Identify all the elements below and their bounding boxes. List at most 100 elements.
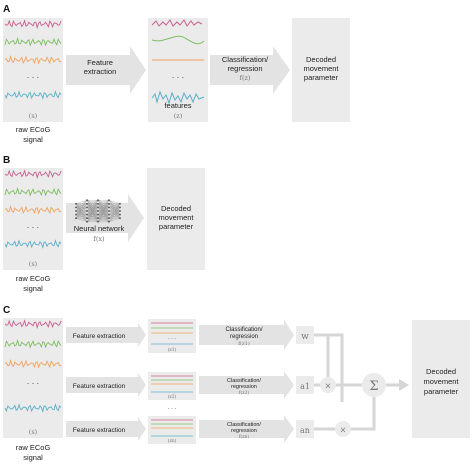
section-a-input-symbol: (s) [29,112,38,120]
network-edge [108,210,121,222]
section-b-input-caption-1: raw ECoG [16,274,51,283]
network-edge [97,210,110,222]
network-edge [108,207,121,222]
section-b-output-line1: Decoded [161,204,191,213]
section-a-step1-line1: Feature [87,58,113,67]
network-node [97,217,99,220]
section-c-rown-feature-label: Feature extraction [73,427,126,434]
section-c-row1-features-panel [148,319,196,353]
network-node [108,210,110,212]
network-node [97,220,99,223]
section-b-input-panel [3,168,63,270]
network-edge [97,200,110,204]
network-node [97,199,99,202]
section-a-step1-line2: extraction [84,67,117,76]
section-c-input-caption-2: signal [23,453,43,462]
network-edge [97,214,110,222]
section-c-rown-features-panel [148,416,196,444]
network-edge [86,200,99,208]
network-edge [75,200,88,212]
section-c-row2-feature-arrow [66,373,146,397]
section-c-row2-feature-symbol: (z2) [168,393,177,400]
section-a-step2-line1: Classification/ [222,55,269,64]
section-a-step2-symbol: f(z) [240,74,251,82]
section-c-input-panel [3,318,63,438]
section-c-letter: C [3,305,10,316]
network-edge [108,203,121,222]
network-node [75,213,77,216]
section-c-sum: Σ [369,379,378,394]
network-node [119,206,121,209]
section-a-output-line2: movement [303,64,339,73]
network-node [97,206,99,209]
section-c-input-symbol: (s) [29,428,38,436]
section-a-output-panel [292,18,350,122]
network-node [86,210,88,212]
section-a-output-line3: parameter [304,73,339,82]
section-c-row1-feature-lines [151,322,193,345]
section-b-signal-traces [4,169,62,249]
network-node [119,217,121,220]
network-node [108,217,110,220]
network-edge [75,200,88,215]
network-edge [86,214,99,222]
network-edge [75,210,88,219]
section-c-rown-class-line2: regression [231,428,257,434]
signal-trace-orange [4,205,62,215]
network-node [75,206,77,209]
section-a-output-line1: Decoded [306,55,336,64]
signal-trace-green [4,338,62,349]
network-node [119,213,121,216]
section-c-multiply-node-1 [320,377,336,393]
network-edge [97,200,110,222]
network-edge [86,218,99,222]
connector-w-branch-top [326,333,342,378]
network-edge [97,218,110,222]
section-c-rown-feature-symbol: (zn) [168,437,177,444]
network-edge [75,218,88,222]
network-edge [75,200,88,219]
section-a-signal-traces [4,19,62,100]
section-c-middle-dots: · · · [167,406,176,412]
network-node [119,210,121,212]
section-c-dots: · · · [27,379,39,388]
neural-network-graphic [75,199,121,223]
section-b-output-line3: parameter [159,222,194,231]
network-node [97,213,99,216]
network-node [75,217,77,220]
section-c-row2-class-arrow [199,371,294,399]
signal-trace-orange [4,359,62,369]
network-edge [75,214,88,219]
section-b-dots: · · · [27,223,39,232]
network-edge [108,203,121,219]
section-c-row2-class-line1: Classification/ [227,378,261,384]
network-edge [86,207,99,222]
network-edge [86,200,99,222]
signal-trace-blue [4,90,62,100]
network-edge [86,200,99,204]
network-edge [86,200,99,219]
section-b-input-symbol: (s) [29,260,38,268]
network-node [108,220,110,223]
network-edge [108,218,121,222]
section-c-output-line2: movement [423,377,459,386]
section-c-row2-feature-label: Feature extraction [73,383,126,390]
network-edge [86,210,99,222]
network-node [86,217,88,220]
section-c-row1-feature-symbol: (z1) [168,346,177,353]
section-c-row2-feature-lines [151,375,193,393]
section-a-features-panel [148,18,208,122]
network-node [75,202,77,205]
section-a-feature-traces [151,19,205,105]
network-edge [97,203,110,222]
section-c-multiply-1: × [325,382,332,391]
section-a-input-panel [3,18,63,122]
section-c-weight-a1: a1 [300,382,310,391]
network-edge [86,203,99,222]
section-c-signal-traces [4,319,62,413]
network-edge [86,200,99,212]
section-c-output-line3: parameter [424,387,459,396]
network-node [108,213,110,216]
feature-trace-pink [151,19,203,27]
